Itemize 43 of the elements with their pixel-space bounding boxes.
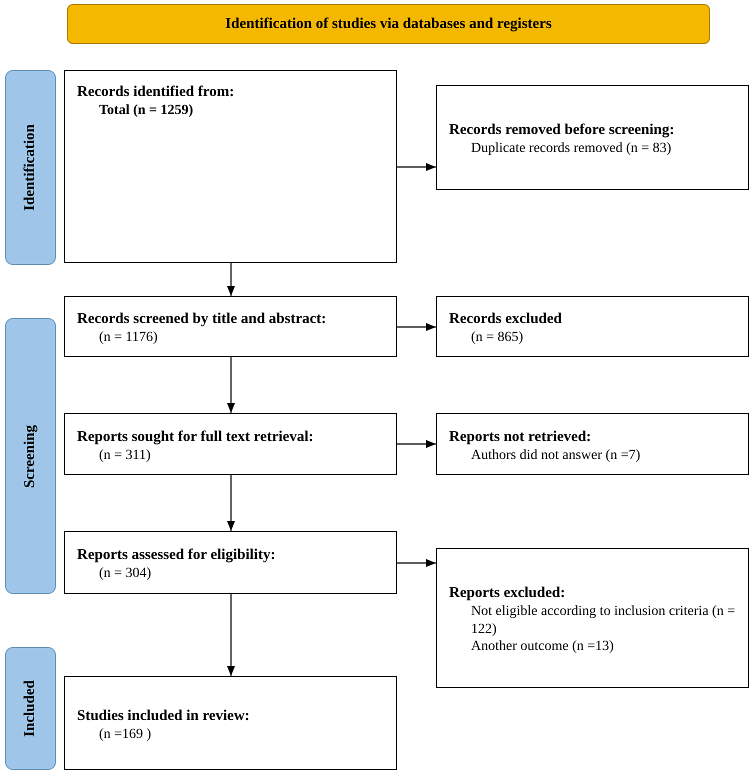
box-heading: Reports excluded:: [449, 584, 566, 604]
process-box: [436, 85, 749, 190]
box-heading: Reports sought for full text retrieval:: [77, 428, 314, 447]
box-heading: Reports not retrieved:: [449, 428, 592, 447]
box-text: (n = 311): [98, 446, 152, 464]
box-text: Total (n = 1259): [98, 102, 194, 120]
box-text: Another outcome (n =13): [470, 638, 615, 656]
arrow: [227, 475, 235, 531]
process-box: [436, 413, 749, 475]
phase-band: [5, 647, 56, 770]
box-heading: Records removed before screening:: [449, 121, 676, 140]
title-banner: Identification of studies via databases and registers: [67, 4, 710, 44]
box-text: Not eligible according to inclusion criteria (n = 122): [470, 603, 736, 638]
phase-band: [5, 70, 56, 265]
arrow: [227, 263, 235, 296]
box-text: (n = 865): [470, 329, 524, 347]
box-text: (n = 304): [98, 565, 152, 583]
process-box: [64, 531, 397, 594]
process-box: [64, 296, 397, 357]
box-heading: Studies included in review:: [77, 706, 251, 726]
box-text: Duplicate records removed (n = 83): [470, 140, 672, 158]
process-box: [436, 296, 749, 357]
box-text: Authors did not answer (n =7): [470, 446, 642, 464]
box-text: (n =169 ): [98, 726, 152, 744]
phase-label: Identification: [22, 124, 39, 211]
box-text: (n = 1176): [98, 329, 159, 347]
phase-label: Included: [22, 680, 39, 737]
box-heading: Records screened by title and abstract:: [77, 310, 328, 330]
phase-label: Screening: [22, 424, 39, 488]
arrow: [397, 323, 436, 331]
arrow: [397, 559, 436, 567]
process-box: [64, 676, 397, 770]
arrow: [227, 357, 235, 413]
phase-band: [5, 318, 56, 594]
box-heading: Reports assessed for eligibility:: [77, 546, 276, 566]
arrow: [397, 440, 436, 448]
process-box: [436, 548, 749, 688]
process-box: [64, 413, 397, 475]
arrow: [227, 594, 235, 676]
arrow: [397, 163, 436, 171]
box-heading: Records excluded: [449, 310, 563, 330]
box-heading: Records identified from:: [77, 83, 236, 102]
process-box: [64, 70, 397, 263]
